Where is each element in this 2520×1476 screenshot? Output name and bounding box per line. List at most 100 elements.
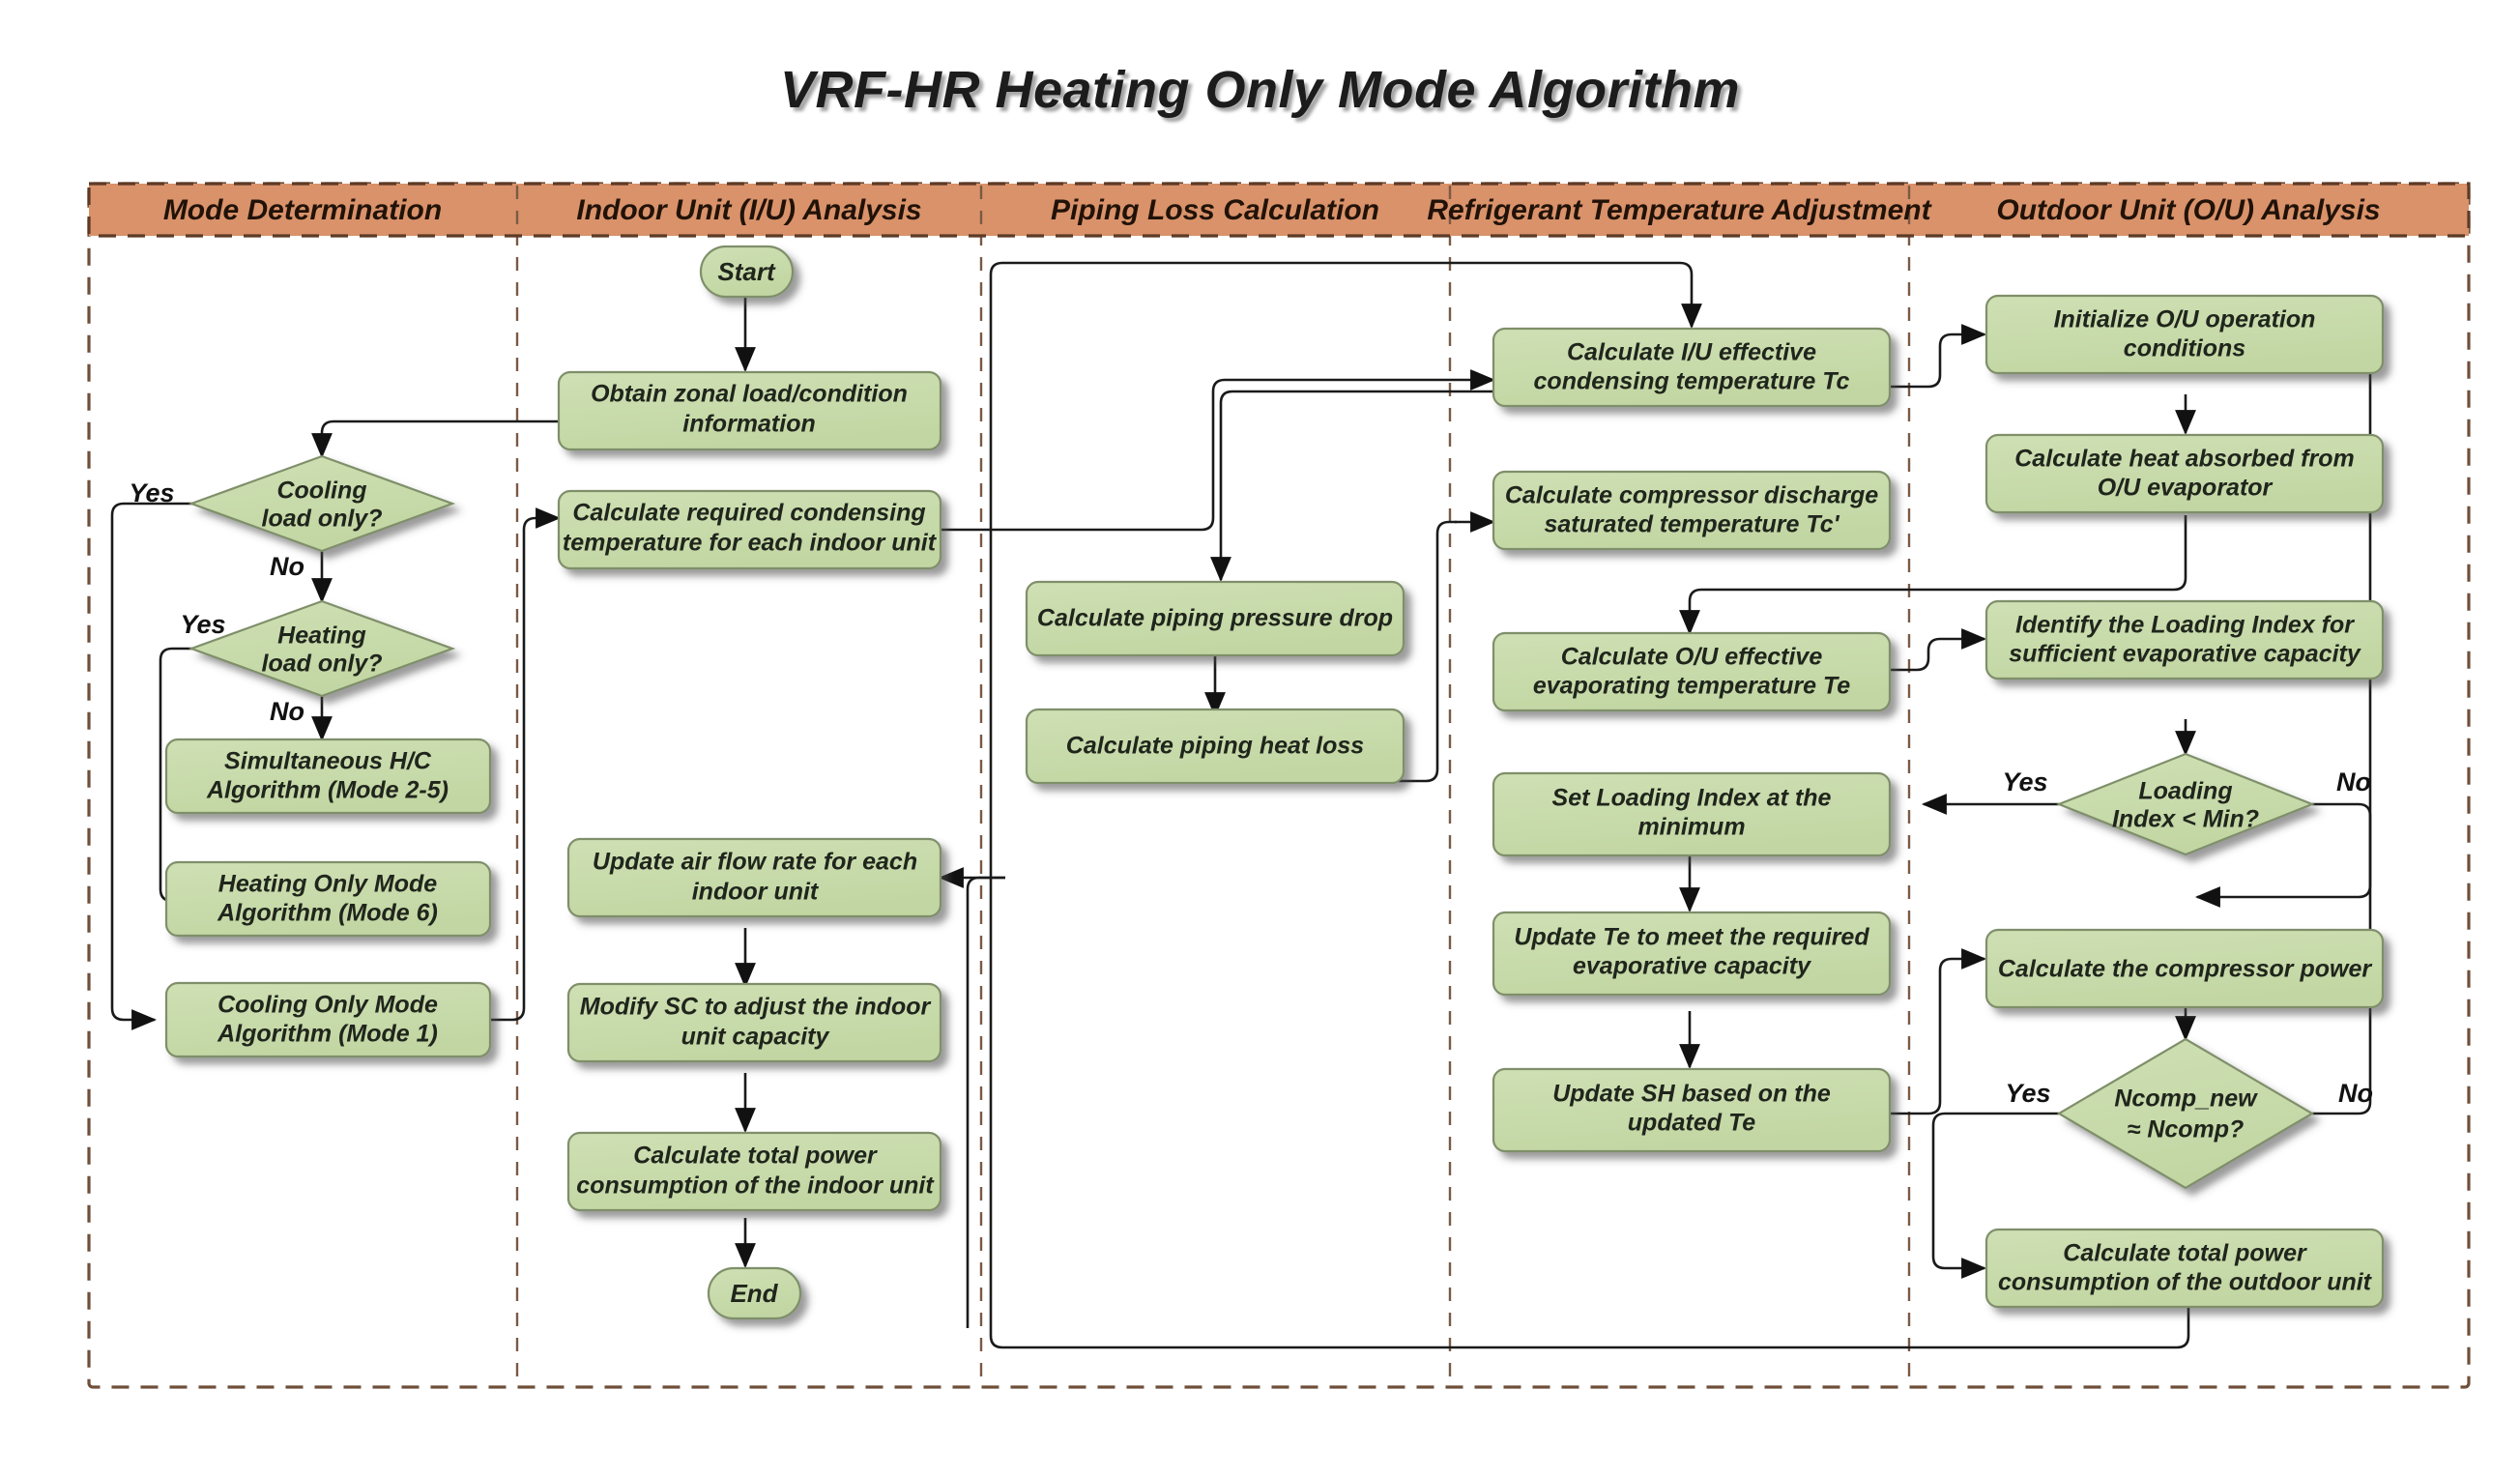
node-calc-iu-tc[interactable]: Calculate I/U effective condensing tempe… xyxy=(1492,327,1892,408)
node-identify-line2: sufficient evaporative capacity xyxy=(2009,641,2361,668)
swimlane-frame xyxy=(87,182,2471,1389)
edge-top-return-to-calc-iu-tc xyxy=(1002,261,1702,330)
node-init-ou-line2: conditions xyxy=(2124,335,2245,362)
node-end-label: End xyxy=(730,1279,778,1308)
node-start-label: Start xyxy=(717,257,776,286)
node-identify-line1: Identify the Loading Index for xyxy=(2015,612,2355,639)
node-modify-sc-line2: unit capacity xyxy=(681,1024,830,1051)
edge-tc-prime-to-init-ou xyxy=(1890,324,1987,389)
node-cooling-only-mode[interactable]: Cooling Only Mode Algorithm (Mode 1) xyxy=(164,981,492,1058)
node-cooling-only-line1: Cooling Only Mode xyxy=(217,992,438,1019)
node-ou-power-line2: consumption of the outdoor unit xyxy=(1998,1269,2373,1296)
node-calc-ou-te[interactable]: Calculate O/U effective evaporating temp… xyxy=(1492,631,1892,712)
node-init-ou-conditions[interactable]: Initialize O/U operation conditions xyxy=(1984,294,2385,375)
node-update-sh[interactable]: Update SH based on the updated Te xyxy=(1492,1067,1892,1153)
edge-label-layer: Yes No Yes No Yes No Yes No xyxy=(129,478,2373,1108)
node-set-min-line2: minimum xyxy=(1637,814,1745,841)
node-calc-compressor-tc-prime[interactable]: Calculate compressor discharge saturated… xyxy=(1492,470,1892,551)
node-obtain-zonal-info[interactable]: Obtain zonal load/condition information xyxy=(557,370,942,451)
edge-label-cooling-no: No xyxy=(270,552,304,581)
node-heat-absorbed-line2: O/U evaporator xyxy=(2098,475,2274,502)
edge-tc-to-piping-pressure-drop xyxy=(1210,390,1493,583)
node-loading-index-decision[interactable]: Loading Index < Min? xyxy=(2056,752,2315,856)
node-calc-iu-tc-line1: Calculate I/U effective xyxy=(1567,339,1816,366)
node-piping-heat-loss[interactable]: Calculate piping heat loss xyxy=(1025,708,1405,785)
node-heat-loss-label: Calculate piping heat loss xyxy=(1066,733,1364,760)
node-piping-pressure-drop[interactable]: Calculate piping pressure drop xyxy=(1025,580,1405,657)
edge-ncomp-yes-to-calc-ou-power xyxy=(1931,1112,2059,1279)
node-cooling-decision-line1: Cooling xyxy=(276,478,366,505)
node-heating-only-line1: Heating Only Mode xyxy=(218,871,438,898)
node-calc-ou-te-line2: evaporating temperature Te xyxy=(1533,673,1850,700)
node-calc-iu-power-line2: consumption of the indoor unit xyxy=(576,1172,935,1200)
node-simultaneous-hc[interactable]: Simultaneous H/C Algorithm (Mode 2-5) xyxy=(164,738,492,815)
node-update-airflow-line1: Update air flow rate for each xyxy=(593,849,917,876)
node-ncomp-line1: Ncomp_new xyxy=(2114,1085,2258,1113)
node-tc-prime-line2: saturated temperature Tc' xyxy=(1544,511,1839,538)
node-modify-sc-line1: Modify SC to adjust the indoor xyxy=(580,994,932,1021)
edge-label-loading-yes: Yes xyxy=(2002,767,2047,796)
lane-label-piping-loss-calculation: Piping Loss Calculation xyxy=(1051,194,1379,226)
node-cooling-decision-line2: load only? xyxy=(262,506,383,533)
node-heating-load-decision[interactable]: Heating load only? xyxy=(188,599,456,698)
node-simultaneous-line2: Algorithm (Mode 2-5) xyxy=(206,777,449,804)
lane-label-mode-determination: Mode Determination xyxy=(163,194,442,226)
node-update-airflow-line2: indoor unit xyxy=(692,879,820,906)
edge-label-ncomp-no: No xyxy=(2338,1079,2373,1108)
node-start[interactable]: Start xyxy=(699,245,795,299)
node-simultaneous-line1: Simultaneous H/C xyxy=(224,748,432,775)
edge-heat-absorbed-to-calc-ou-te xyxy=(1679,515,2187,636)
node-update-te-line1: Update Te to meet the required xyxy=(1514,924,1869,951)
node-heating-decision-line1: Heating xyxy=(277,622,366,650)
node-loading-decision-line2: Index < Min? xyxy=(2112,806,2259,833)
node-ncomp-decision[interactable]: Ncomp_new ≈ Ncomp? xyxy=(2056,1037,2315,1190)
node-tc-prime-line1: Calculate compressor discharge xyxy=(1505,482,1878,509)
node-update-te[interactable]: Update Te to meet the required evaporati… xyxy=(1492,911,1892,997)
edge-label-heating-no: No xyxy=(270,697,304,726)
edge-label-loading-no: No xyxy=(2336,767,2371,796)
edge-bottom-return-loop xyxy=(989,261,2190,1349)
node-calc-outdoor-power[interactable]: Calculate total power consumption of the… xyxy=(1984,1228,2385,1309)
node-ou-power-line1: Calculate total power xyxy=(2063,1240,2307,1267)
lane-header-row: Mode Determination Indoor Unit (I/U) Ana… xyxy=(87,182,2471,238)
node-cooling-only-line2: Algorithm (Mode 1) xyxy=(217,1021,438,1048)
node-heating-decision-line2: load only? xyxy=(262,651,383,678)
edge-label-cooling-yes: Yes xyxy=(129,478,174,507)
edge-calc-ou-te-to-identify-loading xyxy=(1890,628,1987,672)
node-calc-compressor-power[interactable]: Calculate the compressor power xyxy=(1984,928,2385,1009)
node-ncomp-line2: ≈ Ncomp? xyxy=(2128,1116,2245,1143)
lane-label-outdoor-unit-analysis: Outdoor Unit (O/U) Analysis xyxy=(1996,194,2380,226)
node-identify-loading-index[interactable]: Identify the Loading Index for sufficien… xyxy=(1984,599,2385,680)
node-calc-iu-tc-line2: condensing temperature Tc xyxy=(1534,368,1850,395)
node-end[interactable]: End xyxy=(707,1266,802,1320)
node-cooling-load-decision[interactable]: Cooling load only? xyxy=(188,454,456,553)
node-calc-indoor-power[interactable]: Calculate total power consumption of the… xyxy=(566,1131,942,1212)
node-calc-required-line1: Calculate required condensing xyxy=(572,500,925,527)
node-set-min-line1: Set Loading Index at the xyxy=(1552,785,1832,812)
edge-heatloss-to-tcprime-path xyxy=(1213,520,1457,783)
edge-return-into-update-airflow-stub xyxy=(966,876,1005,1328)
node-set-loading-index-min[interactable]: Set Loading Index at the minimum xyxy=(1492,771,1892,857)
edge-cooling-yes-to-cooling-only xyxy=(110,502,216,1030)
node-modify-sc[interactable]: Modify SC to adjust the indoor unit capa… xyxy=(566,982,942,1063)
node-comp-power-label: Calculate the compressor power xyxy=(1998,956,2373,983)
node-heating-only-line2: Algorithm (Mode 6) xyxy=(217,900,438,927)
node-pressure-drop-label: Calculate piping pressure drop xyxy=(1037,605,1393,632)
lane-label-indoor-unit-analysis: Indoor Unit (I/U) Analysis xyxy=(576,194,921,226)
node-init-ou-line1: Initialize O/U operation xyxy=(2054,306,2316,333)
node-update-air-flow[interactable]: Update air flow rate for each indoor uni… xyxy=(566,837,942,918)
node-calc-iu-power-line1: Calculate total power xyxy=(633,1143,878,1170)
edge-calc-required-to-calc-iu-tc xyxy=(941,369,1496,532)
node-obtain-zonal-line1: Obtain zonal load/condition xyxy=(591,381,908,408)
node-calc-required-condensing[interactable]: Calculate required condensing temperatur… xyxy=(557,489,942,570)
node-heating-only-mode[interactable]: Heating Only Mode Algorithm (Mode 6) xyxy=(164,860,492,938)
node-calc-required-line2: temperature for each indoor unit xyxy=(563,530,938,557)
edge-update-sh-to-comp-power xyxy=(1890,948,1987,1115)
lane-label-refrigerant-temperature-adjustment: Refrigerant Temperature Adjustment xyxy=(1427,194,1932,226)
edge-label-heating-yes: Yes xyxy=(180,610,225,639)
node-calc-ou-te-line1: Calculate O/U effective xyxy=(1561,644,1823,671)
node-calc-heat-absorbed[interactable]: Calculate heat absorbed from O/U evapora… xyxy=(1984,433,2385,514)
node-obtain-zonal-line2: information xyxy=(682,411,816,438)
